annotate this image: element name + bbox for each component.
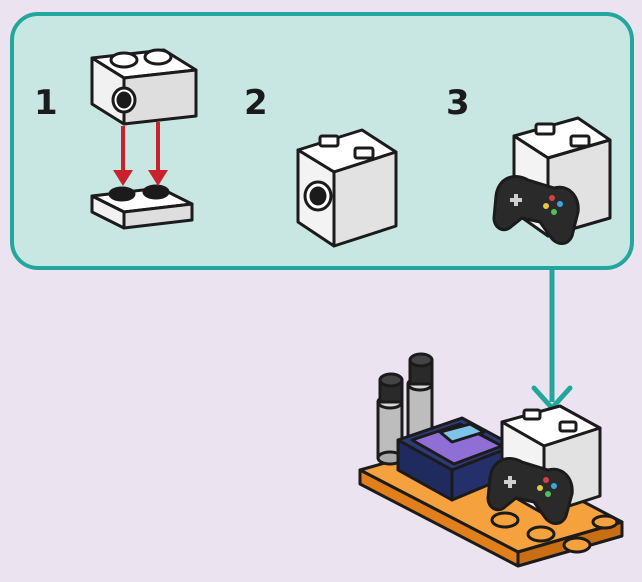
placement-arrow-icon <box>113 122 168 186</box>
side-stud-icon <box>111 86 137 114</box>
game-controller-icon <box>486 457 574 525</box>
game-controller-icon <box>492 175 580 245</box>
plate-stud-icon <box>490 511 619 554</box>
stud-icon <box>109 48 173 69</box>
step-number-3: 3 <box>446 83 470 123</box>
step-2-illustration <box>296 128 398 248</box>
plate-stud-icon <box>108 184 170 202</box>
grey-tower <box>376 352 434 466</box>
step-number-1: 1 <box>34 83 58 123</box>
final-model-illustration <box>358 352 624 568</box>
game-box <box>396 416 516 502</box>
step-number-2: 2 <box>244 83 268 123</box>
connector-arrow-icon <box>531 268 573 411</box>
side-stud-icon <box>303 180 333 212</box>
step-1-illustration <box>90 48 198 230</box>
